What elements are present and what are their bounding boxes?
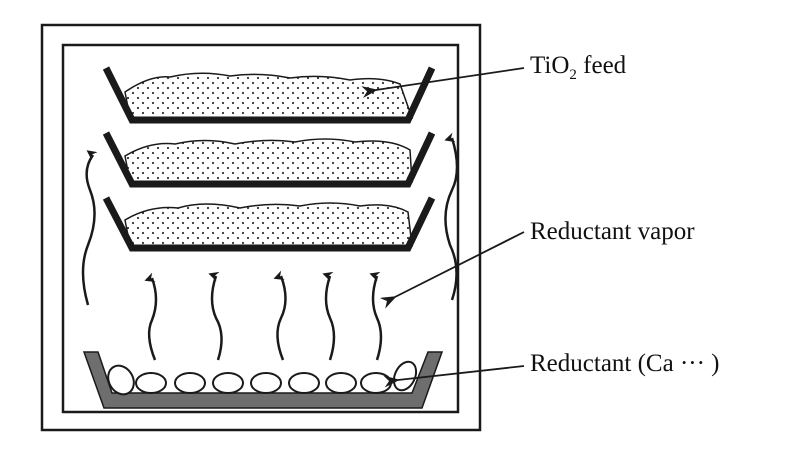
reductant-crucible xyxy=(82,351,444,409)
vapor-leader xyxy=(379,231,525,309)
feed-tray-middle xyxy=(102,131,436,188)
reductant-leader xyxy=(383,365,525,388)
vapor-arrow xyxy=(369,271,383,361)
tio2-subscript: 2 xyxy=(569,67,577,83)
reductant-vapor-label: Reductant vapor xyxy=(530,218,695,245)
vapor-arrow-right xyxy=(444,132,459,301)
tio2-leader xyxy=(361,67,525,98)
feed-text: feed xyxy=(576,52,627,79)
feed-tray-bottom xyxy=(102,196,436,252)
vapor-arrow xyxy=(144,272,158,361)
reductant-label: Reductant (Ca ··· ) xyxy=(530,350,720,377)
tio2-text: TiO xyxy=(530,52,570,79)
vapor-arrow xyxy=(322,271,336,361)
vapor-arrow xyxy=(273,270,287,361)
vapor-arrows xyxy=(81,132,459,361)
vapor-arrow xyxy=(208,271,223,361)
inner-chamber xyxy=(61,43,460,414)
outer-chamber xyxy=(40,23,482,432)
feed-tray-top xyxy=(102,66,436,124)
tio2-feed-label: TiO2 feed xyxy=(530,52,626,84)
vapor-arrow-left xyxy=(81,150,98,306)
reductant-pellets xyxy=(107,360,418,396)
